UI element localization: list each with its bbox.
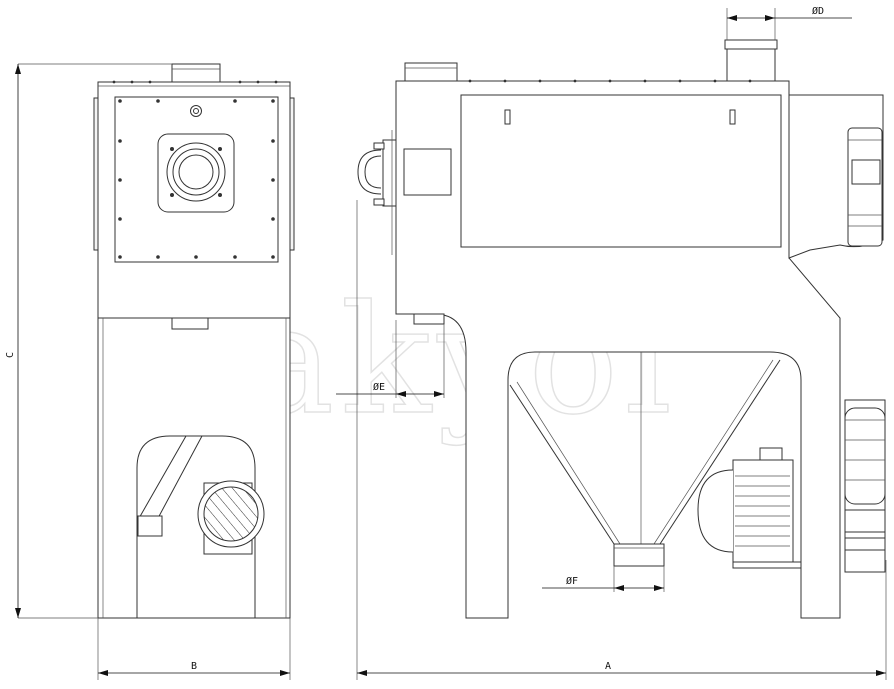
dimension-lines — [15, 8, 887, 680]
dimension-label-e: ØE — [373, 381, 385, 393]
dimension-label-a: A — [605, 661, 611, 672]
front-view — [93, 63, 295, 619]
dimension-label-b: B — [191, 661, 197, 672]
dimension-label-d: ØD — [812, 5, 824, 17]
dimension-label-f: ØF — [566, 575, 578, 587]
side-view — [357, 39, 886, 619]
dimension-label-c: C — [5, 352, 16, 358]
